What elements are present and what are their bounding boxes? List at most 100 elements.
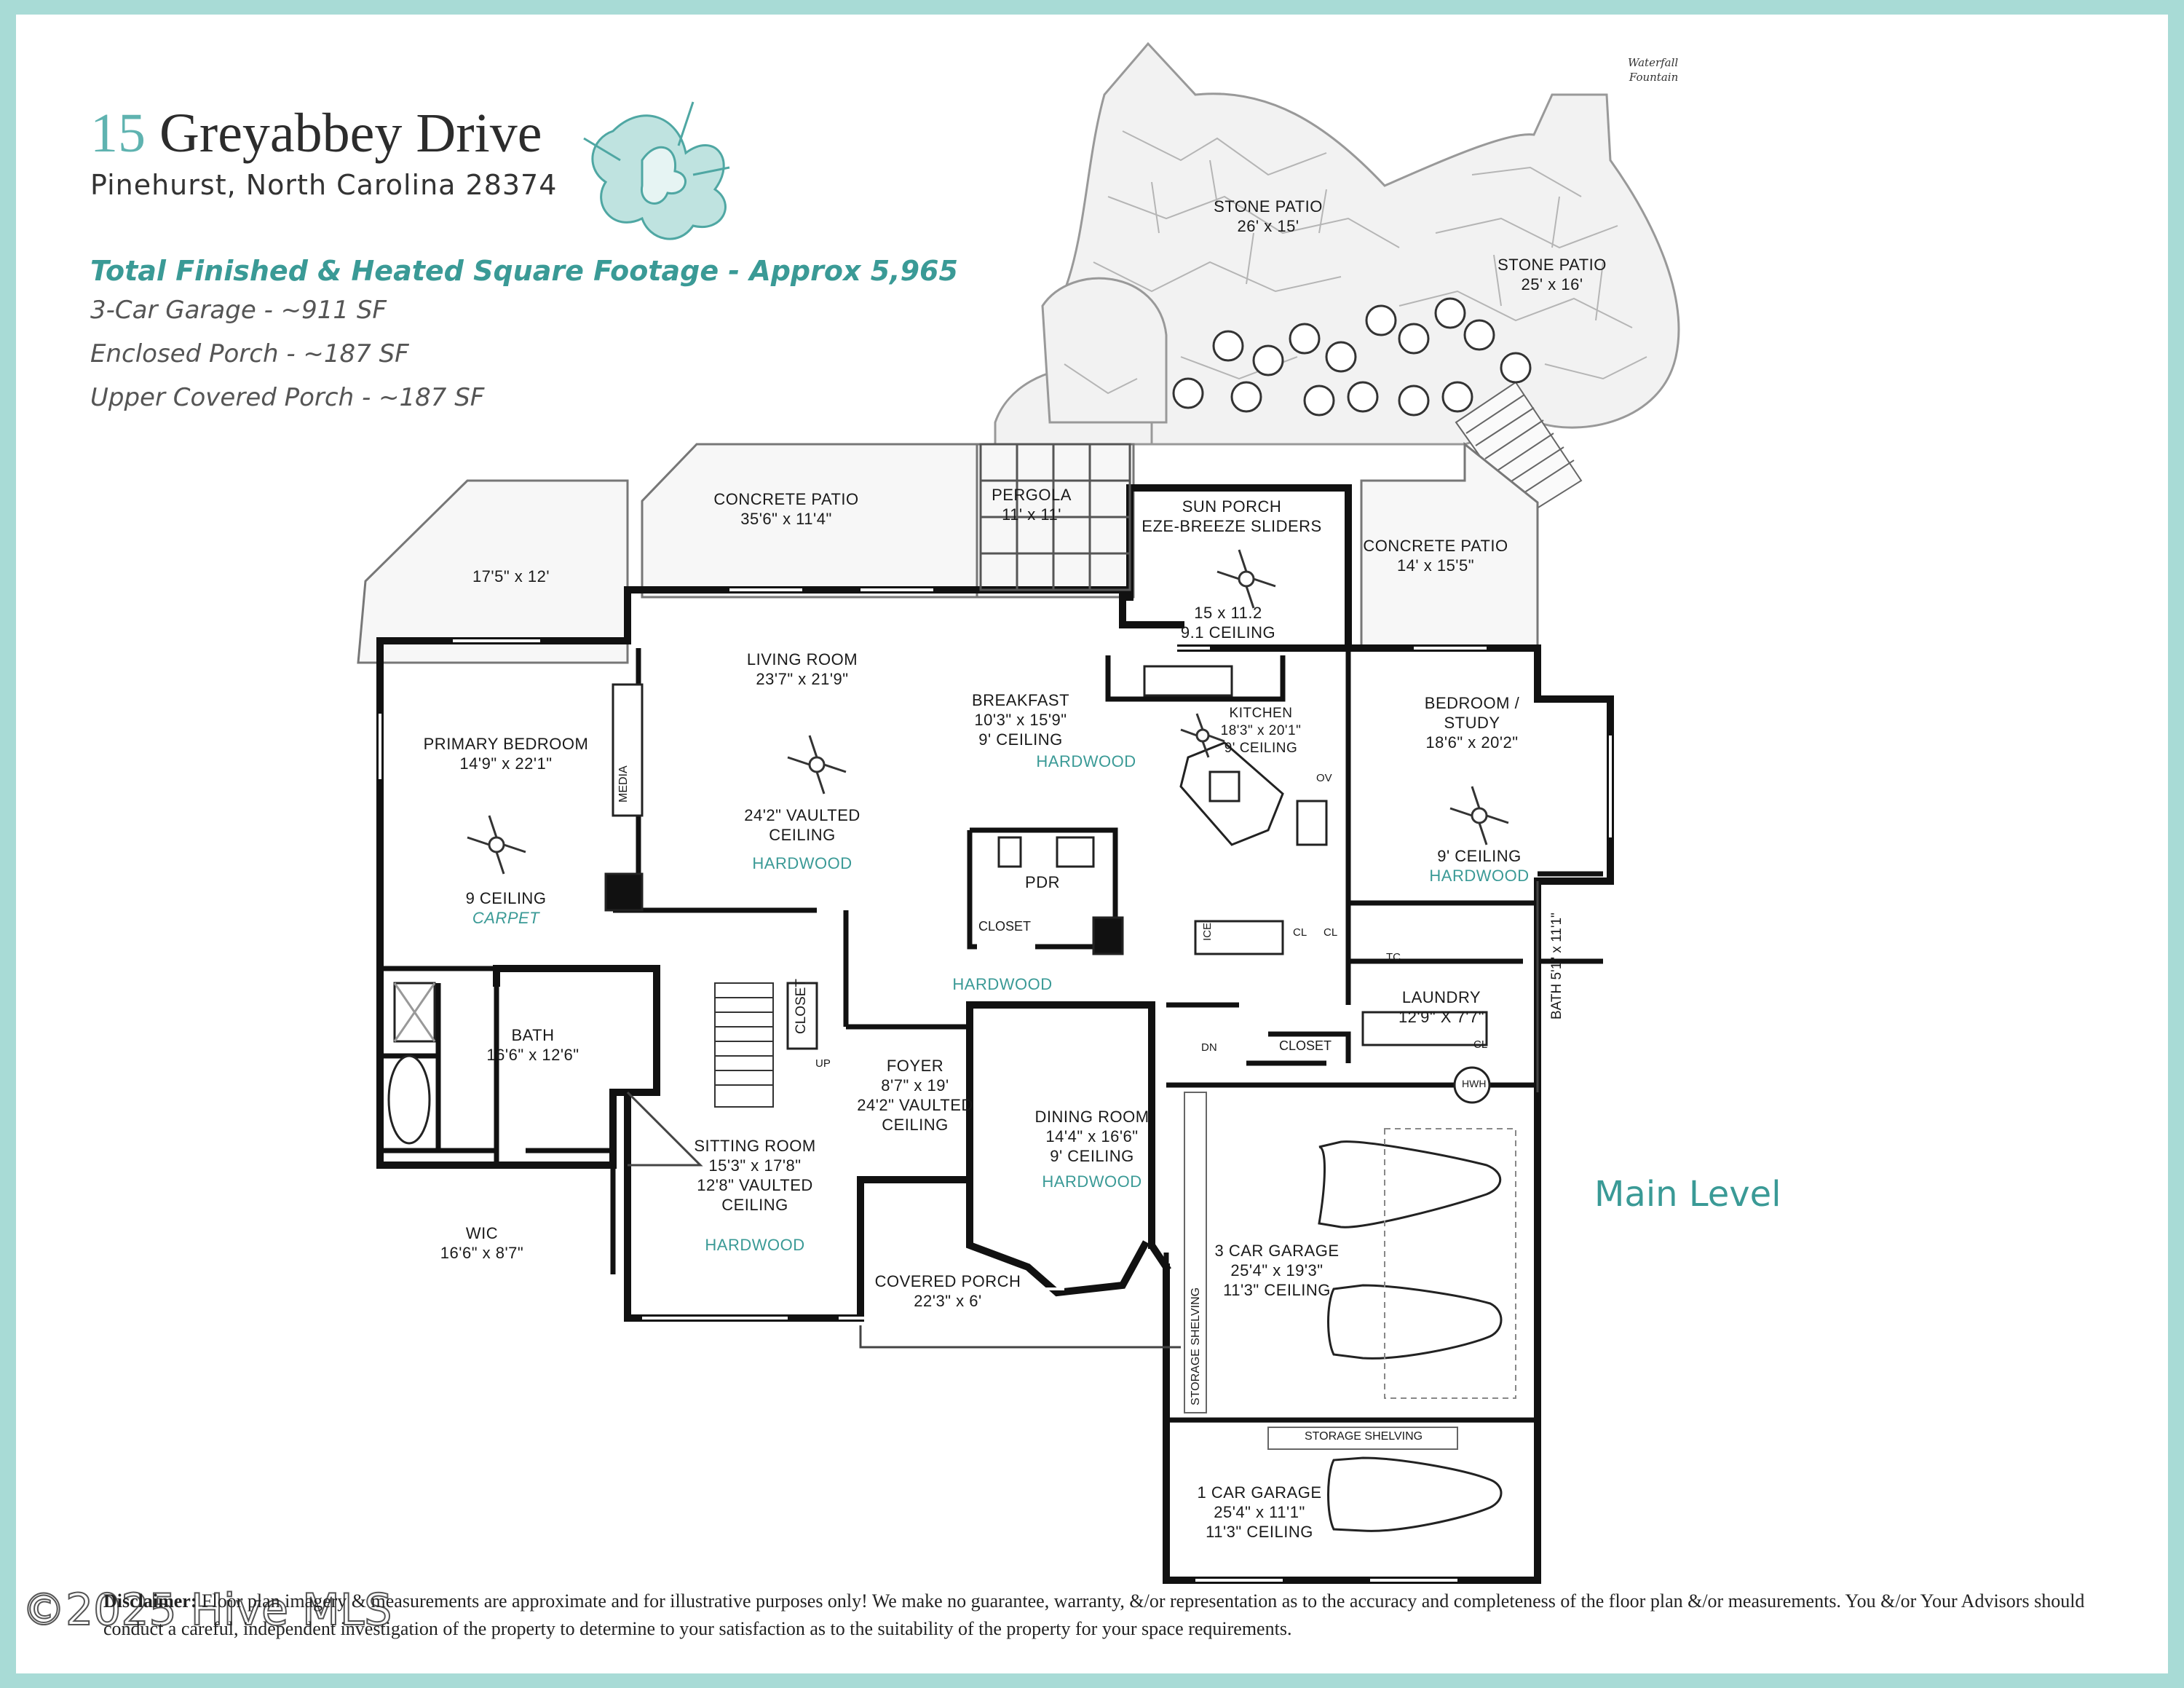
room-name: 1 CAR GARAGE — [1197, 1483, 1322, 1502]
room-size: 18'6" x 20'2" — [1425, 733, 1519, 752]
hall-floor: HARDWOOD — [952, 974, 1052, 994]
room-side-porch: 17'5" x 12' — [472, 567, 550, 586]
room-size: 15'3" x 17'8" — [708, 1156, 802, 1175]
room-size: 17'5" x 12' — [472, 567, 550, 585]
room-name: WIC — [465, 1224, 499, 1242]
room-name: 3 CAR GARAGE — [1214, 1242, 1340, 1260]
pergola — [979, 443, 1131, 591]
room-name: DINING ROOM — [1034, 1108, 1150, 1126]
disclaimer: Disclaimer: Floor plan imagery & measure… — [103, 1588, 2098, 1643]
room-ceiling: 9' CEILING — [1050, 1147, 1134, 1165]
room-size: 10'3" x 15'9" — [974, 711, 1067, 729]
tc-label: TC — [1386, 951, 1401, 963]
concrete-areas — [357, 441, 1539, 664]
room-size: 11' x 11' — [1002, 505, 1061, 524]
room-concrete-patio-1: CONCRETE PATIO 35'6" x 11'4" — [713, 489, 858, 529]
room-name: PRIMARY BEDROOM — [423, 735, 589, 753]
sqft-heading: Total Finished & Heated Square Footage -… — [90, 255, 958, 287]
room-size: 25' x 16' — [1521, 275, 1583, 293]
room-name: LAUNDRY — [1401, 988, 1481, 1006]
room-ceiling: 11'3" CEILING — [1206, 1523, 1313, 1541]
room-living-room: LIVING ROOM 23'7" x 21'9" — [747, 650, 858, 689]
room-name: LIVING ROOM — [746, 650, 858, 669]
room-foyer: FOYER 8'7" x 19' 24'2" VAULTED CEILING — [857, 1056, 973, 1135]
staircase — [714, 982, 774, 1108]
fixtures — [387, 665, 1491, 1145]
room-ceiling: 9 CEILING — [465, 889, 547, 907]
room-sun-porch-size: 15 x 11.2 9.1 CEILING — [1181, 603, 1275, 642]
room-name: CONCRETE PATIO — [1363, 537, 1508, 555]
room-size: 22'3" x 6' — [914, 1292, 982, 1310]
room-name: FOYER — [886, 1057, 944, 1075]
room-bedroom-study-ceiling: 9' CEILING HARDWOOD — [1429, 846, 1529, 886]
room-size: 26' x 15' — [1237, 217, 1299, 235]
room-bedroom-study: BEDROOM / STUDY 18'6" x 20'2" — [1425, 693, 1519, 752]
room-covered-porch: COVERED PORCH 22'3" x 6' — [875, 1271, 1021, 1311]
room-name: CONCRETE PATIO — [713, 490, 859, 508]
room-size: 14' x 15'5" — [1396, 556, 1475, 575]
ice-label: ICE — [1201, 922, 1214, 941]
room-ceiling: 9.1 CEILING — [1180, 623, 1276, 642]
room-ceiling: 24'2" VAULTED — [857, 1096, 973, 1114]
room-bath-2: BATH 5'1" x 11'1" — [1549, 912, 1564, 1019]
watermark: ©2025 Hive MLS — [21, 1584, 392, 1636]
room-primary-bedroom: PRIMARY BEDROOM 14'9" x 22'1" — [424, 734, 589, 773]
room-floor: HARDWOOD — [752, 854, 852, 872]
room-bath-1: BATH 16'6" x 12'6" — [486, 1025, 579, 1065]
room-name: BREAKFAST — [971, 691, 1070, 709]
property-title: 15 Greyabbey Drive — [90, 102, 542, 165]
room-ceiling: CEILING — [721, 1196, 788, 1214]
room-garage-1: 1 CAR GARAGE 25'4" x 11'1" 11'3" CEILING — [1197, 1483, 1321, 1542]
waterfall-label-line2: Fountain — [1629, 71, 1679, 84]
room-floor: HARDWOOD — [1042, 1172, 1142, 1191]
room-living-ceiling: 24'2" VAULTED CEILING HARDWOOD — [744, 805, 860, 873]
cars — [1318, 1140, 1503, 1532]
room-sitting-room: SITTING ROOM 15'3" x 17'8" 12'8" VAULTED… — [694, 1136, 815, 1255]
storage-shelving-horizontal: STORAGE SHELVING — [1305, 1430, 1423, 1443]
garage-doors — [1384, 1128, 1516, 1399]
disclaimer-text: Floor plan imagery & measurements are ap… — [103, 1590, 2085, 1639]
stone-patio-area — [994, 42, 1680, 446]
room-ceiling: 9' CEILING — [978, 730, 1063, 749]
room-laundry: LAUNDRY 12'9" X 7'7" — [1398, 987, 1484, 1027]
level-label: Main Level — [1594, 1174, 1781, 1215]
ceiling-fans — [467, 549, 1509, 875]
hwh-label: HWH — [1462, 1078, 1487, 1089]
room-size: 23'7" x 21'9" — [756, 670, 849, 688]
room-closet-1: CLOSET — [978, 919, 1032, 934]
room-note: EZE-BREEZE SLIDERS — [1142, 517, 1322, 535]
room-kitchen: KITCHEN 18'3" x 20'1" 9' CEILING — [1221, 705, 1302, 757]
room-name: PDR — [1025, 873, 1060, 891]
room-ceiling: CEILING — [882, 1116, 949, 1134]
room-size: 18'3" x 20'1" — [1220, 723, 1302, 738]
room-name: COVERED PORCH — [874, 1272, 1021, 1290]
room-name: STUDY — [1444, 714, 1500, 732]
room-closet-2: CLOSET — [1279, 1038, 1332, 1053]
windows — [379, 588, 1612, 1582]
misc-outlines — [626, 881, 1539, 1349]
sqft-item-garage: 3-Car Garage - ~911 SF — [90, 296, 387, 325]
storage-shelving-vertical: STORAGE SHELVING — [1190, 1287, 1202, 1405]
room-floor: HARDWOOD — [1036, 752, 1136, 770]
room-size: 15 x 11.2 — [1194, 604, 1262, 622]
up-label: UP — [815, 1057, 831, 1070]
sqft-item-enclosed-porch: Enclosed Porch - ~187 SF — [90, 339, 409, 368]
room-name: KITCHEN — [1229, 706, 1293, 721]
room-floor: CARPET — [472, 909, 540, 927]
room-primary-ceiling: 9 CEILING CARPET — [466, 888, 547, 928]
room-size: 16'6" x 12'6" — [486, 1046, 579, 1064]
address-number: 15 — [90, 103, 146, 164]
room-stone-patio-2: STONE PATIO 25' x 16' — [1497, 255, 1607, 294]
room-floor: HARDWOOD — [952, 975, 1053, 993]
dn-label: DN — [1201, 1041, 1217, 1054]
room-ceiling: CEILING — [769, 826, 836, 844]
room-breakfast-floor: HARDWOOD — [1036, 752, 1136, 771]
sqft-item-upper-porch: Upper Covered Porch - ~187 SF — [90, 383, 485, 412]
room-name: SUN PORCH — [1182, 497, 1282, 516]
storage-shelving — [1184, 1092, 1458, 1450]
room-size: 16'6" x 8'7" — [440, 1244, 524, 1262]
room-name: BATH — [511, 1026, 555, 1044]
disclaimer-label: Disclaimer: — [103, 1590, 197, 1612]
room-wic: WIC 16'6" x 8'7" — [440, 1223, 523, 1263]
waterfall-label-line1: Waterfall — [1628, 56, 1679, 69]
